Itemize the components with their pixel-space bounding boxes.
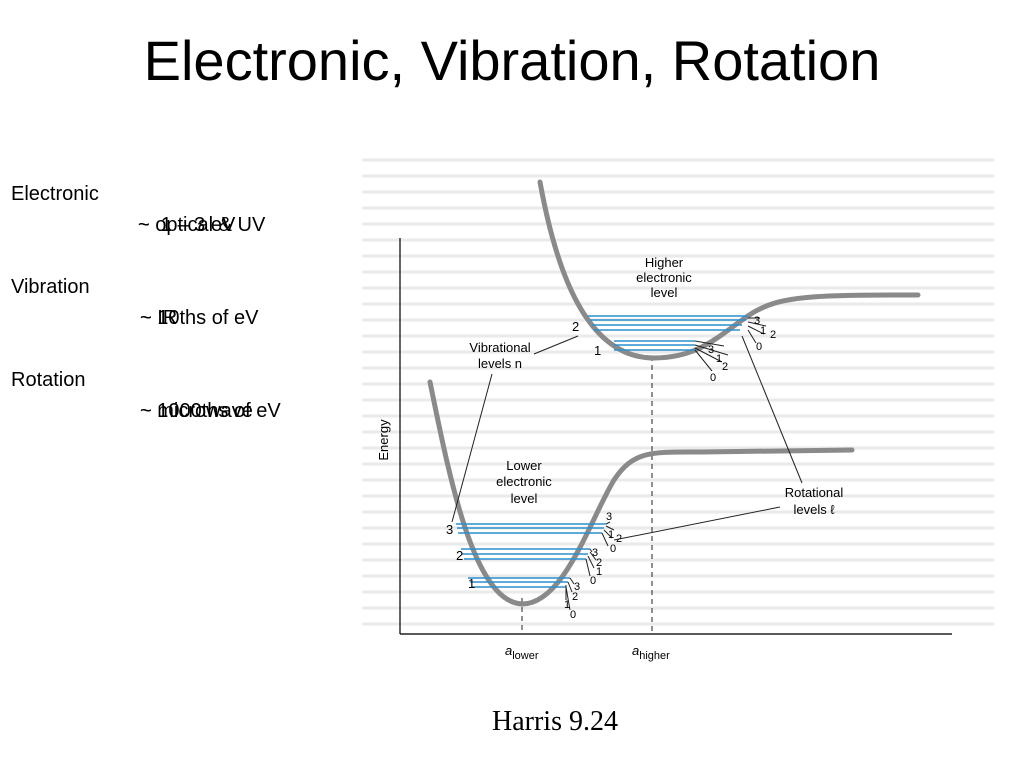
lower-level-label: Lower electronic level: [496, 458, 552, 506]
vibrational-levels-label: Vibrational levels n: [469, 340, 530, 371]
higher-level-label: Higher electronic level: [636, 255, 692, 300]
higher-v-number-2: 2: [572, 319, 579, 334]
svg-text:electronic: electronic: [496, 474, 552, 489]
svg-text:level: level: [511, 491, 538, 506]
svg-text:level: level: [651, 285, 678, 300]
rot-number: 0: [590, 575, 596, 587]
svg-text:levels ℓ: levels ℓ: [793, 502, 835, 517]
figure-caption: Harris 9.24: [492, 706, 618, 737]
potential-energy-figure: Energy alower ahigher 1 2 0 2 1 3 0 2: [362, 150, 994, 670]
rot-number: 1: [596, 566, 602, 578]
svg-text:electronic: electronic: [636, 270, 692, 285]
note-vibration-value: ~ 10ths of eV: [140, 307, 259, 329]
svg-text:Higher: Higher: [645, 255, 684, 270]
figure-background: [362, 150, 994, 670]
rot-number: 2: [572, 591, 578, 603]
note-vibration: Vibration ~ IR: [11, 241, 177, 329]
rot-number: 0: [610, 543, 616, 555]
rot-number: 1: [564, 599, 570, 611]
x-tick-a-lower: alower: [505, 643, 539, 662]
rot-number: 2: [770, 329, 776, 341]
svg-text:Vibrational: Vibrational: [469, 340, 530, 355]
x-tick-a-higher: ahigher: [632, 643, 670, 662]
higher-v-number-1: 1: [594, 343, 601, 358]
note-vibration-range: ~ IR: [140, 307, 178, 329]
rot-number: 3: [592, 547, 598, 559]
lower-vibrational-levels: 1 2 3: [446, 522, 606, 591]
note-label-vibration: Vibration: [11, 276, 90, 298]
higher-rotational-numbers: 0 2 1 3 0 2 1 3: [708, 315, 776, 384]
lower-v-number-3: 3: [446, 522, 453, 537]
scan-background-text: [362, 158, 994, 626]
rot-number: 3: [574, 581, 580, 593]
rot-number: 0: [570, 609, 576, 621]
note-rotation-energy: ~ 1000ths of eV: [11, 365, 281, 422]
rot-number: 3: [708, 344, 714, 356]
svg-text:levels n: levels n: [478, 356, 522, 371]
rot-number: 3: [754, 315, 760, 327]
note-electronic-energy: ~ 1 – 3 eV: [11, 179, 235, 236]
lower-v-number-1: 1: [468, 576, 475, 591]
note-electronic-range: ~ optical & UV: [138, 214, 266, 236]
rot-number: 1: [608, 529, 614, 541]
higher-vibrational-levels: 1 2: [572, 315, 748, 358]
note-vibration-energy: ~ 10ths of eV: [11, 272, 258, 329]
rot-number: 1: [716, 353, 722, 365]
y-axis-label: Energy: [376, 419, 391, 461]
rot-number: 2: [722, 361, 728, 373]
note-label-rotation: Rotation: [11, 369, 86, 391]
note-electronic-value: ~ 1 – 3 eV: [138, 214, 236, 236]
higher-rotational-fan: [694, 317, 767, 372]
energy-scale-notes: Electronic ~ optical & UV ~ 1 – 3 eV Vib…: [11, 148, 281, 422]
lower-rotational-fan: [565, 521, 615, 611]
rot-number: 0: [756, 341, 762, 353]
note-rotation-range: ~ microwave: [140, 400, 253, 422]
lower-v-number-2: 2: [456, 548, 463, 563]
svg-text:Rotational: Rotational: [785, 485, 844, 500]
svg-text:Lower: Lower: [506, 458, 542, 473]
note-electronic: Electronic ~ optical & UV: [11, 148, 265, 236]
rot-number: 0: [710, 372, 716, 384]
rot-number: 1: [760, 325, 766, 337]
rot-number: 2: [596, 557, 602, 569]
rot-number: 3: [606, 511, 612, 523]
slide-title: Electronic, Vibration, Rotation: [143, 29, 881, 92]
note-rotation-value: ~ 1000ths of eV: [140, 400, 281, 422]
note-rotation: Rotation ~ microwave: [11, 334, 253, 422]
rotational-levels-label: Rotational levels ℓ: [785, 485, 844, 517]
note-label-electronic: Electronic: [11, 183, 99, 205]
pointer-lines: [451, 335, 803, 541]
